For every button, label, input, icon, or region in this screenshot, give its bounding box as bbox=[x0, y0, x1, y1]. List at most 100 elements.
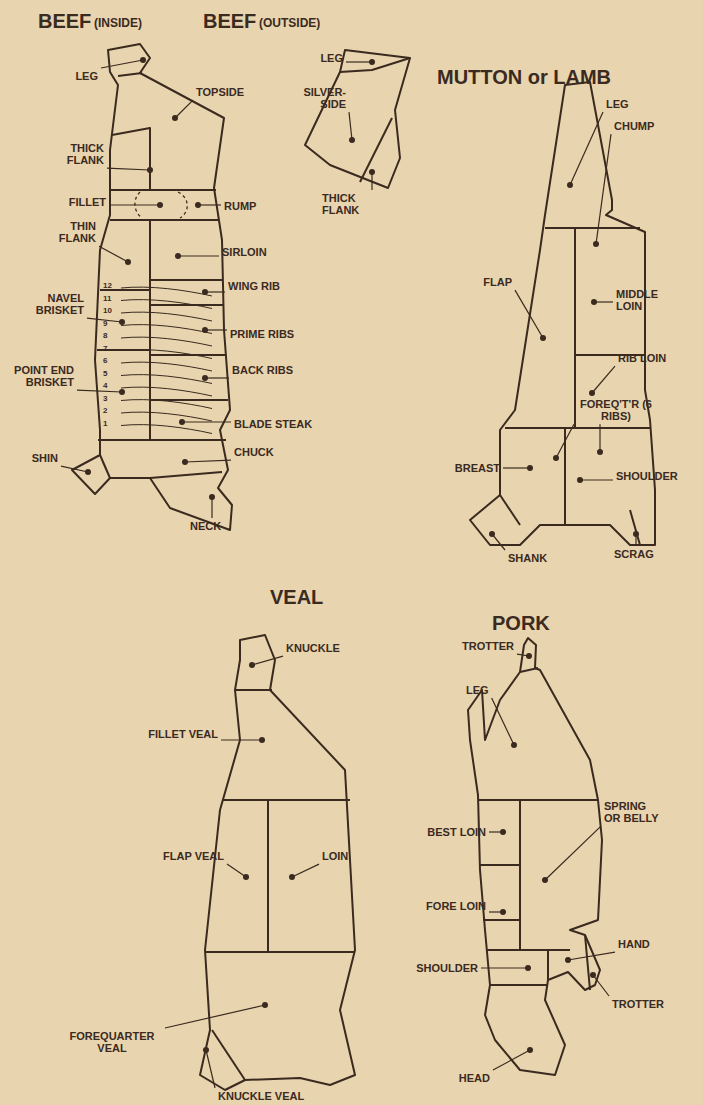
cut-dot bbox=[525, 965, 531, 971]
rib-number: 2 bbox=[103, 407, 107, 416]
leader-line bbox=[175, 100, 193, 118]
cut-dot bbox=[589, 390, 595, 396]
leader-line bbox=[221, 739, 262, 740]
leader-line bbox=[165, 1005, 265, 1028]
cut-name: FORE LOIN bbox=[426, 900, 486, 912]
leader-line bbox=[211, 497, 212, 518]
leader-line bbox=[101, 60, 143, 68]
cut-name: THIN FLANK bbox=[48, 220, 96, 244]
cut-name: LEG bbox=[606, 98, 629, 110]
cut-dot bbox=[202, 289, 208, 295]
leader-line bbox=[568, 952, 615, 960]
cut-dot bbox=[527, 465, 533, 471]
leader-line bbox=[178, 255, 219, 256]
cut-name: FOREQ'T'R (6 RIBS) bbox=[577, 398, 655, 422]
leader-line bbox=[292, 864, 319, 877]
leader-line bbox=[493, 1050, 530, 1070]
rib-number: 6 bbox=[103, 357, 107, 366]
rib-number: 3 bbox=[103, 395, 107, 404]
cut-dot bbox=[195, 202, 201, 208]
cut-name: TOPSIDE bbox=[196, 86, 244, 98]
cut-dot bbox=[209, 494, 215, 500]
leader-line bbox=[61, 466, 88, 472]
heading: VEAL bbox=[270, 586, 323, 608]
cut-dot bbox=[526, 653, 532, 659]
cut-dot bbox=[633, 531, 639, 537]
leader-line bbox=[198, 204, 221, 205]
cut-name: RIB LOIN bbox=[618, 352, 666, 364]
leader-line bbox=[77, 390, 122, 392]
leader-line bbox=[503, 467, 530, 468]
cut-name: TROTTER bbox=[462, 640, 514, 652]
leader-line bbox=[227, 864, 246, 877]
cut-name: SHANK bbox=[508, 552, 547, 564]
leader-line bbox=[570, 112, 603, 185]
leader-line bbox=[182, 421, 231, 422]
cut-dot bbox=[591, 299, 597, 305]
cut-dot bbox=[597, 449, 603, 455]
heading: (INSIDE) bbox=[94, 17, 142, 30]
cut-name: BEST LOIN bbox=[427, 826, 486, 838]
cut-dot bbox=[527, 1047, 533, 1053]
leader-line bbox=[99, 246, 128, 262]
leader-line bbox=[545, 826, 601, 880]
cut-dot bbox=[243, 874, 249, 880]
cut-dot bbox=[85, 469, 91, 475]
cut-name: SHIN bbox=[32, 452, 58, 464]
cut-dot bbox=[369, 169, 375, 175]
cut-name: LEG bbox=[320, 52, 343, 64]
cut-name: LEG bbox=[466, 684, 489, 696]
cut-dot bbox=[249, 662, 255, 668]
cut-dot bbox=[119, 319, 125, 325]
cut-name: KNUCKLE bbox=[286, 642, 340, 654]
cut-name: TROTTER bbox=[612, 998, 664, 1010]
cut-name: CHUCK bbox=[234, 446, 274, 458]
cut-dot bbox=[511, 742, 517, 748]
rib-number: 7 bbox=[103, 345, 107, 354]
cut-name: NECK bbox=[190, 520, 221, 532]
cut-dot bbox=[125, 259, 131, 265]
cut-name: BACK RIBS bbox=[232, 364, 293, 376]
cut-name: NAVEL BRISKET bbox=[24, 292, 84, 316]
cut-dot bbox=[565, 957, 571, 963]
cut-name: FILLET bbox=[69, 196, 106, 208]
cut-dot bbox=[157, 202, 163, 208]
leader-line bbox=[185, 460, 231, 462]
cut-name: THICK FLANK bbox=[56, 142, 104, 166]
rib-number: 5 bbox=[103, 370, 107, 379]
cut-dot bbox=[119, 389, 125, 395]
heading: BEEF bbox=[38, 10, 91, 32]
cut-dot bbox=[593, 241, 599, 247]
cut-dot bbox=[590, 972, 596, 978]
cut-dot bbox=[203, 1047, 209, 1053]
leader-line bbox=[596, 134, 611, 244]
cut-name: PRIME RIBS bbox=[230, 328, 294, 340]
cut-name: SILVER- SIDE bbox=[294, 86, 346, 110]
leader-line bbox=[593, 975, 609, 996]
cut-dot bbox=[542, 877, 548, 883]
cut-dot bbox=[262, 1002, 268, 1008]
rib-number: 8 bbox=[103, 332, 107, 341]
cut-dot bbox=[289, 874, 295, 880]
cut-name: SIRLOIN bbox=[222, 246, 267, 258]
cut-name: CHUMP bbox=[614, 120, 654, 132]
leader-line bbox=[349, 112, 352, 140]
leader-line bbox=[206, 1050, 215, 1088]
cut-dot bbox=[500, 909, 506, 915]
leader-line bbox=[205, 377, 229, 378]
cut-name: FILLET VEAL bbox=[148, 728, 218, 740]
cut-dot bbox=[369, 59, 375, 65]
cut-dot bbox=[567, 182, 573, 188]
cut-dot bbox=[553, 455, 559, 461]
cut-name: MIDDLE LOIN bbox=[616, 288, 666, 312]
cut-name: FLAP bbox=[483, 276, 512, 288]
cut-name: LEG bbox=[75, 70, 98, 82]
cut-dot bbox=[202, 375, 208, 381]
leader-line bbox=[599, 424, 600, 452]
cut-dot bbox=[540, 335, 546, 341]
leader-line bbox=[205, 329, 227, 330]
cut-dot bbox=[259, 737, 265, 743]
cut-dot bbox=[147, 167, 153, 173]
